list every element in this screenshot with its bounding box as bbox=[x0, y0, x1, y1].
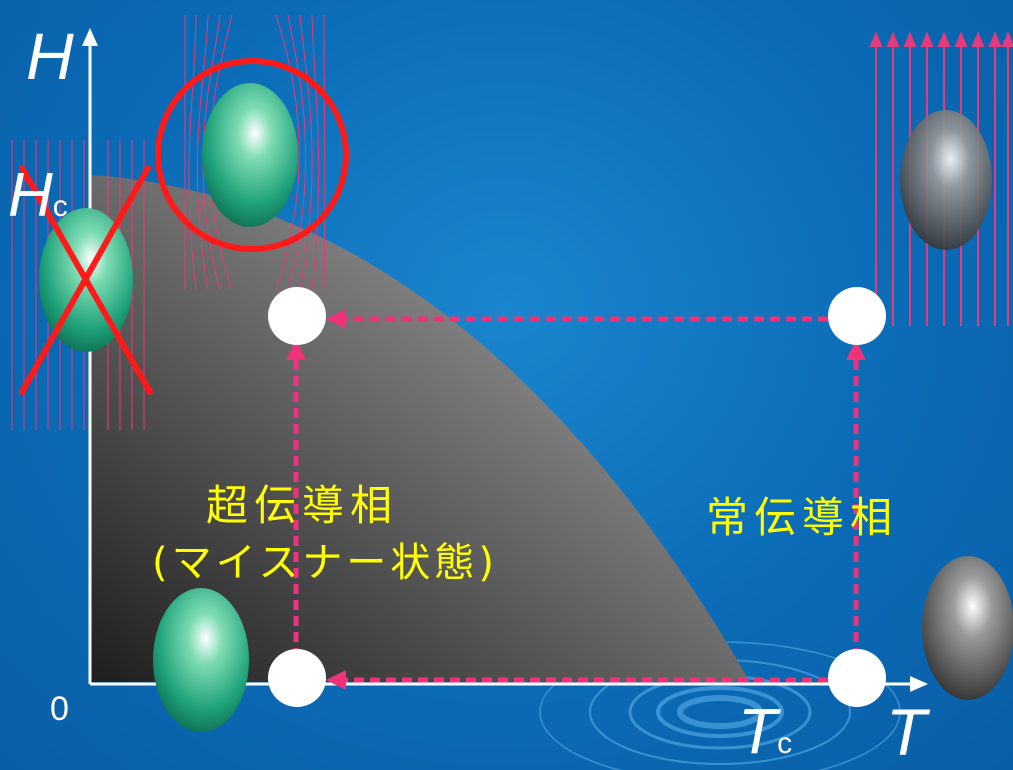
cross-mark-icon bbox=[19, 165, 153, 395]
state-point-normal-zero bbox=[828, 649, 886, 707]
sample-green-zero-field bbox=[153, 588, 249, 732]
superconducting-region bbox=[90, 175, 750, 682]
sample-gray-zero-field bbox=[922, 556, 1013, 700]
highlight-circle bbox=[155, 58, 349, 252]
normal-phase-label: 常伝導相 bbox=[706, 493, 899, 542]
tc-subscript: c bbox=[777, 727, 793, 760]
state-point-sc-field bbox=[268, 287, 326, 345]
path-arrows bbox=[293, 316, 859, 683]
state-point-normal-field bbox=[828, 287, 886, 345]
meissner-state-label: (マイスナー状態) bbox=[152, 540, 499, 586]
hc-subscript: c bbox=[52, 190, 68, 223]
y-axis-label: H bbox=[26, 19, 74, 93]
arrow-heads bbox=[286, 309, 866, 690]
sample-green-meissner bbox=[202, 83, 298, 227]
superconducting-phase-label: 超伝導相 bbox=[206, 481, 399, 530]
hc-label: Hc bbox=[8, 161, 68, 230]
x-axis-label: T bbox=[886, 695, 927, 769]
tc-label: Tc bbox=[738, 695, 793, 767]
sample-gray-field bbox=[900, 110, 992, 250]
state-points bbox=[268, 287, 886, 707]
origin-label: 0 bbox=[50, 690, 69, 728]
state-point-sc-zero bbox=[268, 649, 326, 707]
